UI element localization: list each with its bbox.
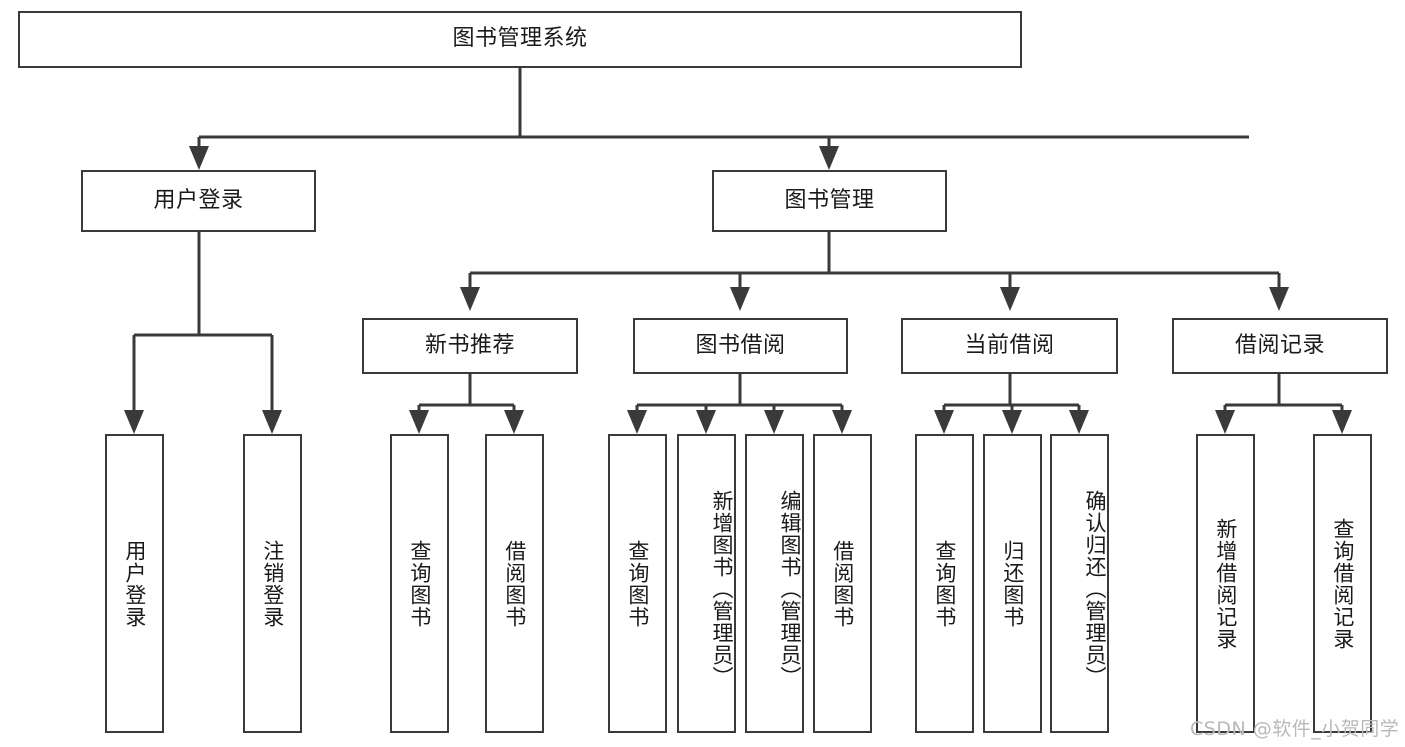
leaf-query-borrow-record[interactable]: 查询借阅记录 — [1313, 434, 1372, 733]
node-new-book-recommend[interactable]: 新书推荐 — [362, 318, 578, 374]
leaf-add-borrow-record[interactable]: 新增借阅记录 — [1196, 434, 1255, 733]
leaf-query-book-recommend[interactable]: 查询图书 — [390, 434, 449, 733]
leaf-return-book[interactable]: 归还图书 — [983, 434, 1042, 733]
leaf-user-login[interactable]: 用户登录 — [105, 434, 164, 733]
leaf-query-book-borrow[interactable]: 查询图书 — [608, 434, 667, 733]
leaf-borrow-book-recommend[interactable]: 借阅图书 — [485, 434, 544, 733]
leaf-edit-book-admin[interactable]: 编辑图书（管理员） — [745, 434, 804, 733]
node-user-login[interactable]: 用户登录 — [81, 170, 316, 232]
node-root[interactable]: 图书管理系统 — [18, 11, 1022, 68]
node-book-management[interactable]: 图书管理 — [712, 170, 947, 232]
node-current-borrow[interactable]: 当前借阅 — [901, 318, 1118, 374]
leaf-add-book-admin[interactable]: 新增图书（管理员） — [677, 434, 736, 733]
leaf-logout[interactable]: 注销登录 — [243, 434, 302, 733]
csdn-watermark: CSDN @软件_小贺同学 — [1190, 718, 1400, 740]
leaf-query-book-current[interactable]: 查询图书 — [915, 434, 974, 733]
node-borrow-record[interactable]: 借阅记录 — [1172, 318, 1388, 374]
node-book-borrow[interactable]: 图书借阅 — [633, 318, 848, 374]
leaf-confirm-return-admin[interactable]: 确认归还（管理员） — [1050, 434, 1109, 733]
leaf-borrow-book[interactable]: 借阅图书 — [813, 434, 872, 733]
